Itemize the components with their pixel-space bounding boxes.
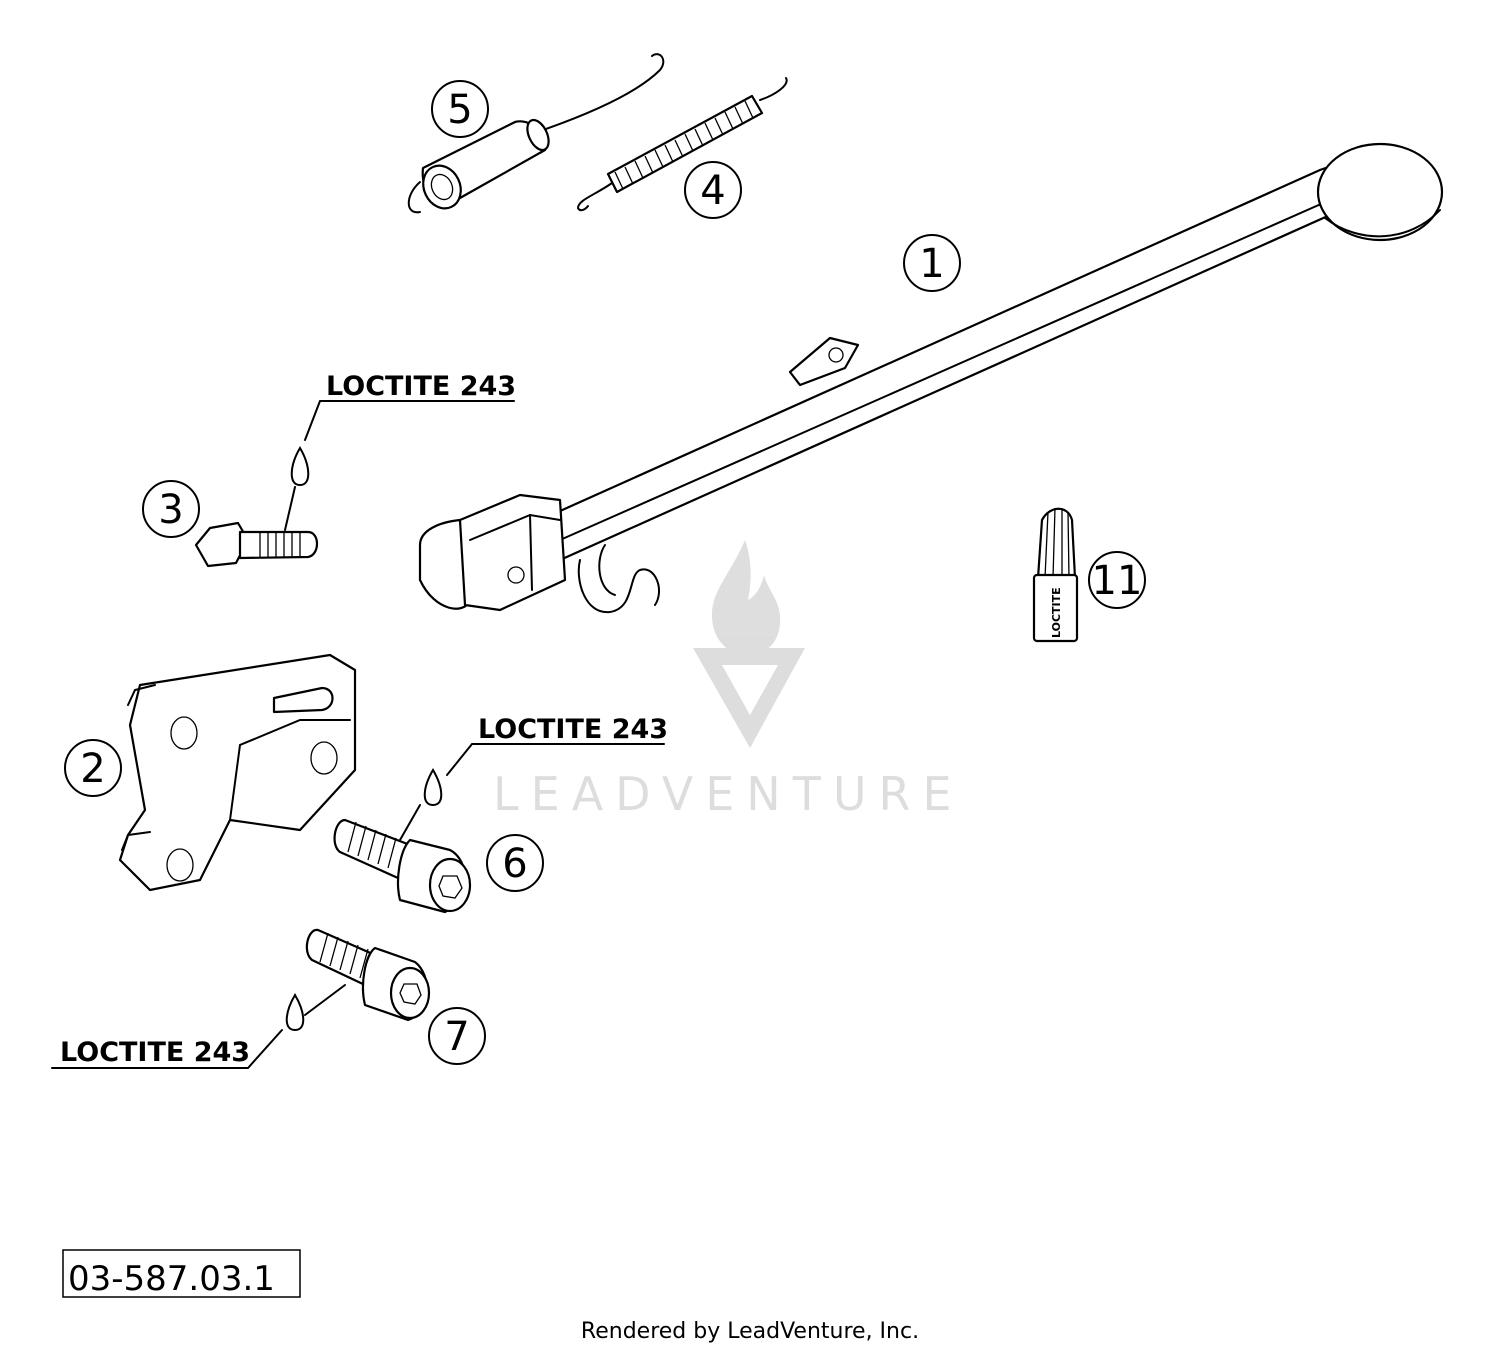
callout-11-number: 11	[1092, 558, 1143, 604]
callout-5: 5	[431, 80, 489, 138]
callout-6-number: 6	[502, 841, 527, 887]
part-3-bolt	[194, 486, 319, 568]
part-2-bracket	[118, 653, 357, 892]
loctite-note-top: LOCTITE 243	[290, 371, 516, 487]
callout-4-number: 4	[700, 168, 725, 214]
callout-2-number: 2	[80, 746, 105, 792]
callout-3: 3	[142, 480, 200, 538]
loctite-label-mid: LOCTITE 243	[478, 714, 668, 745]
callout-1-number: 1	[919, 241, 944, 287]
loctite-drop-icon	[290, 446, 310, 487]
callout-7-number: 7	[444, 1014, 469, 1060]
reference-number-box: 03-587.03.1	[62, 1249, 301, 1299]
loctite-label-top: LOCTITE 243	[326, 371, 516, 402]
callout-7: 7	[428, 1007, 486, 1065]
callout-3-number: 3	[158, 487, 183, 533]
callout-11: 11	[1088, 551, 1146, 609]
loctite-drop-icon	[423, 768, 443, 807]
reference-number: 03-587.03.1	[68, 1259, 275, 1299]
callout-6: 6	[486, 834, 544, 892]
part-1-side-stand	[418, 142, 1444, 614]
loctite-drop-icon	[285, 993, 305, 1032]
watermark-text: LEADVENTURE	[493, 767, 964, 821]
tube-label: LOCTITE	[1050, 587, 1063, 638]
watermark-flame-icon	[712, 540, 781, 655]
part-11-loctite-tube: LOCTITE	[1032, 507, 1079, 643]
watermark-v-icon	[693, 648, 805, 748]
part-6-socket-bolt	[333, 804, 472, 914]
callout-5-number: 5	[447, 87, 472, 133]
render-credit: Rendered by LeadVenture, Inc.	[581, 1319, 919, 1344]
callout-4: 4	[684, 161, 742, 219]
part-7-socket-bolt	[305, 928, 431, 1022]
callout-2: 2	[64, 739, 122, 797]
part-5-spring-sleeve	[407, 53, 665, 214]
callout-1: 1	[903, 234, 961, 292]
part-4-spring	[576, 77, 788, 212]
loctite-note-mid: LOCTITE 243	[423, 714, 668, 807]
loctite-label-bottom: LOCTITE 243	[60, 1037, 250, 1068]
watermark: LEADVENTURE	[493, 540, 964, 821]
loctite-note-bottom: LOCTITE 243	[51, 984, 346, 1069]
